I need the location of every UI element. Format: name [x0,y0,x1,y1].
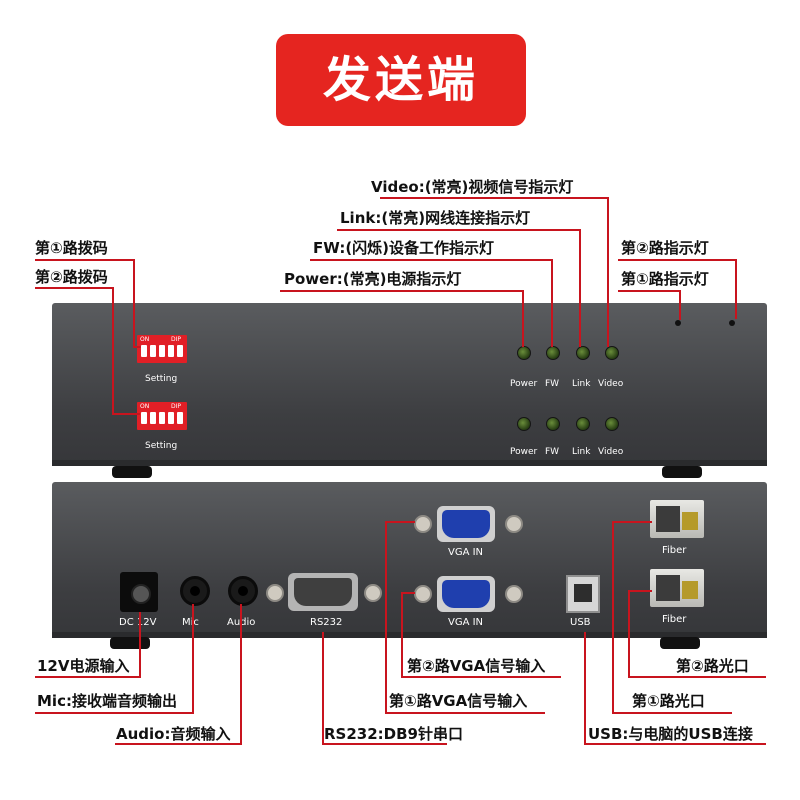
callout-dip1: 第①路拨码 [35,239,108,257]
vga2-screw-right [505,585,523,603]
power-led-2 [517,417,531,431]
callout-ch1-led: 第①路指示灯 [621,270,709,288]
vga-in-label-2: VGA IN [448,617,484,628]
dc-jack[interactable] [120,572,158,612]
vga2-screw-left [414,585,432,603]
rear-foot-left [110,637,150,649]
callout-fiber2: 第②路光口 [676,657,749,675]
fw-led-2 [546,417,560,431]
fiber-label-1: Fiber [662,545,687,556]
usb-port[interactable] [566,575,600,613]
page-title: 发送端 [276,34,526,126]
fiber-port-1[interactable] [650,500,704,538]
video-label-2: Video [598,447,624,457]
front-foot-left [112,466,152,478]
rs232-port[interactable] [288,573,358,611]
dip-switch-2[interactable]: ON DIP [137,402,187,430]
fiber-port-2[interactable] [650,569,704,607]
callout-vga1: 第①路VGA信号输入 [389,692,528,710]
ch2-indicator-hole [675,320,681,326]
power-label-2: Power [510,447,538,457]
usb-label: USB [570,617,591,628]
video-led-1 [605,346,619,360]
dip-on-label: ON [140,336,150,343]
callout-dip2: 第②路拨码 [35,268,108,286]
audio-jack[interactable] [228,576,258,606]
vga-in-port-2[interactable] [437,576,495,612]
power-led-1 [517,346,531,360]
rear-panel-bottom-edge [52,632,767,638]
video-led-2 [605,417,619,431]
vga1-screw-right [505,515,523,533]
link-label-1: Link [572,379,591,389]
callout-mic: Mic:接收端音频输出 [37,692,177,710]
callout-fiber1: 第①路光口 [632,692,705,710]
dip-on-label: ON [140,403,150,410]
fw-label-2: FW [545,447,560,457]
fw-label-1: FW [545,379,560,389]
link-label-2: Link [572,447,591,457]
dip-dip-label: DIP [171,336,182,343]
dip-setting-label-2: Setting [145,441,178,451]
rs232-label: RS232 [310,617,343,628]
dip-dip-label: DIP [171,403,182,410]
link-led-1 [576,346,590,360]
rs232-screw-left [266,584,284,602]
mic-jack[interactable] [180,576,210,606]
link-led-2 [576,417,590,431]
front-panel [52,303,767,463]
callout-link: Link:(常亮)网线连接指示灯 [340,209,531,227]
callout-ch2-led: 第②路指示灯 [621,239,709,257]
video-label-1: Video [598,379,624,389]
dip-switch-1[interactable]: ON DIP [137,335,187,363]
callout-video: Video:(常亮)视频信号指示灯 [371,178,574,196]
callout-power: Power:(常亮)电源指示灯 [284,270,462,288]
rear-panel [52,482,767,635]
callout-usb: USB:与电脑的USB连接 [588,725,753,743]
rear-foot-right [660,637,700,649]
fiber-label-2: Fiber [662,614,687,625]
power-label-1: Power [510,379,538,389]
dc-label: DC 12V [119,617,157,628]
front-panel-bottom-edge [52,460,767,466]
rs232-screw-right [364,584,382,602]
callout-audio: Audio:音频输入 [116,725,231,743]
vga-in-label-1: VGA IN [448,547,484,558]
ch1-indicator-hole [729,320,735,326]
callout-vga2: 第②路VGA信号输入 [407,657,546,675]
front-foot-right [662,466,702,478]
callout-rs232: RS232:DB9针串口 [324,725,463,743]
vga1-screw-left [414,515,432,533]
callout-dc: 12V电源输入 [37,657,130,675]
vga-in-port-1[interactable] [437,506,495,542]
fw-led-1 [546,346,560,360]
callout-fw: FW:(闪烁)设备工作指示灯 [313,239,495,257]
dip-setting-label-1: Setting [145,374,178,384]
mic-label: Mic [182,617,199,628]
